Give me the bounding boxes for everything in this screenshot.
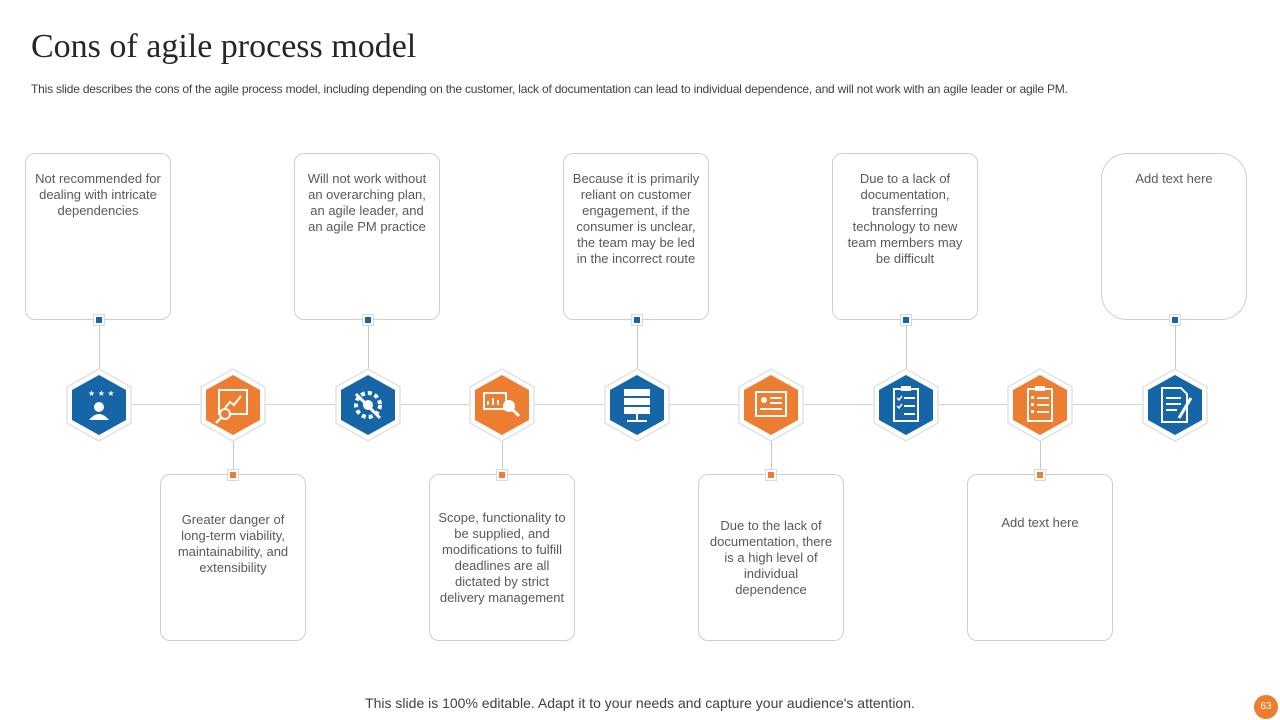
profile-card-icon — [755, 391, 787, 417]
step-1-card: Not recommended for dealing with intrica… — [25, 153, 171, 320]
step-9-dot — [1169, 314, 1181, 326]
step-6-stem — [771, 440, 772, 474]
step-4-card: Scope, functionality to be supplied, and… — [429, 474, 575, 641]
step-7-stem — [906, 326, 907, 370]
step-3-card: Will not work without an overarching pla… — [294, 153, 440, 320]
step-3-stem — [368, 326, 369, 370]
step-5-hexagon — [603, 368, 671, 442]
step-9-stem — [1175, 326, 1176, 370]
step-6-text: Due to the lack of documentation, there … — [709, 517, 833, 597]
step-9-card: Add text here — [1101, 153, 1247, 320]
step-8-hexagon — [1006, 368, 1074, 442]
checklist-clipboard-icon — [893, 386, 919, 422]
step-6-hexagon — [737, 368, 805, 442]
step-1-text: Not recommended for dealing with intrica… — [35, 171, 161, 218]
step-4-text: Scope, functionality to be supplied, and… — [438, 509, 566, 605]
step-7-text: Due to a lack of documentation, transfer… — [847, 171, 963, 266]
step-5-text: Because it is primarily reliant on custo… — [572, 171, 700, 266]
step-2-text: Greater danger of long-term viability, m… — [177, 511, 289, 575]
step-4-dot — [496, 469, 508, 481]
step-4-hexagon — [468, 368, 536, 442]
step-7-card: Due to a lack of documentation, transfer… — [832, 153, 978, 320]
analytics-search-icon — [215, 389, 248, 424]
gear-wrench-hand-icon — [354, 391, 382, 420]
server-network-icon — [624, 389, 650, 422]
step-8-stem — [1040, 440, 1041, 474]
step-8-text: Add text here — [1001, 514, 1079, 530]
step-5-stem — [637, 326, 638, 370]
step-2-stem — [233, 440, 234, 474]
page-number-badge: 63 — [1254, 695, 1278, 719]
customer-rating-icon: ★ ★ ★ — [88, 389, 115, 420]
step-4-stem — [502, 440, 503, 474]
svg-text:★ ★ ★: ★ ★ ★ — [88, 389, 115, 398]
task-clipboard-icon — [1027, 386, 1053, 422]
step-9-hexagon — [1141, 368, 1209, 442]
step-7-dot — [900, 314, 912, 326]
step-1-dot — [93, 314, 105, 326]
step-2-hexagon — [199, 368, 267, 442]
step-5-card: Because it is primarily reliant on custo… — [563, 153, 709, 320]
step-8-card: Add text here — [967, 474, 1113, 641]
step-3-dot — [362, 314, 374, 326]
step-8-dot — [1034, 469, 1046, 481]
step-1-hexagon: ★ ★ ★ — [65, 368, 133, 442]
presentation-money-search-icon — [483, 392, 521, 418]
slide-footer: This slide is 100% editable. Adapt it to… — [365, 695, 915, 711]
step-2-card: Greater danger of long-term viability, m… — [160, 474, 306, 641]
step-3-hexagon — [334, 368, 402, 442]
step-6-card: Due to the lack of documentation, there … — [698, 474, 844, 641]
step-9-text: Add text here — [1135, 171, 1213, 186]
document-pen-icon — [1161, 387, 1193, 423]
step-1-stem — [99, 326, 100, 370]
slide-subtitle: This slide describes the cons of the agi… — [31, 82, 1068, 96]
slide-title: Cons of agile process model — [31, 28, 417, 65]
step-3-text: Will not work without an overarching pla… — [307, 171, 427, 234]
step-2-dot — [227, 469, 239, 481]
step-6-dot — [765, 469, 777, 481]
step-5-dot — [631, 314, 643, 326]
step-7-hexagon — [872, 368, 940, 442]
